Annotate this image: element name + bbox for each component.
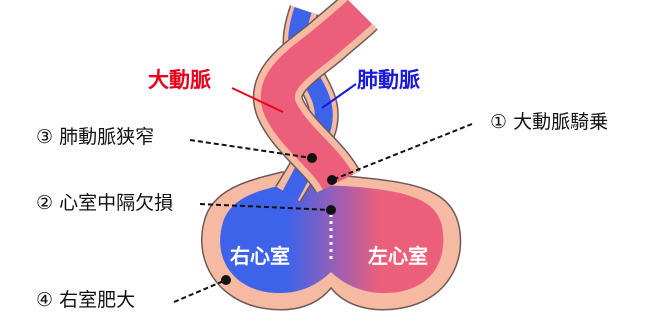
finding-3-dot — [307, 153, 317, 163]
aorta-label-line — [231, 87, 284, 113]
pulmonary-label-line — [321, 83, 357, 109]
finding-vsd: ② 心室中隔欠損 — [36, 192, 174, 214]
pulmonary-artery-label: 肺動脈 — [357, 68, 420, 92]
finding-overriding-aorta: ① 大動脈騎乗 — [490, 111, 609, 133]
left-ventricle-label: 左心室 — [368, 244, 428, 268]
finding-4-dot — [221, 275, 231, 285]
ventricles-fill — [220, 184, 444, 294]
finding-4-leader — [173, 279, 227, 303]
finding-2-leader — [199, 203, 332, 211]
finding-3-leader — [189, 139, 313, 159]
finding-rv-hypertrophy: ④ 右室肥大 — [36, 289, 136, 311]
aorta-label: 大動脈 — [148, 68, 211, 92]
finding-2-dot — [326, 205, 336, 215]
aorta-lumen — [260, 0, 373, 191]
right-ventricle-label: 右心室 — [230, 244, 290, 268]
finding-1-leader — [331, 123, 473, 181]
finding-1-dot — [327, 175, 337, 185]
finding-pulmonary-stenosis: ③ 肺動脈狭窄 — [36, 126, 155, 148]
